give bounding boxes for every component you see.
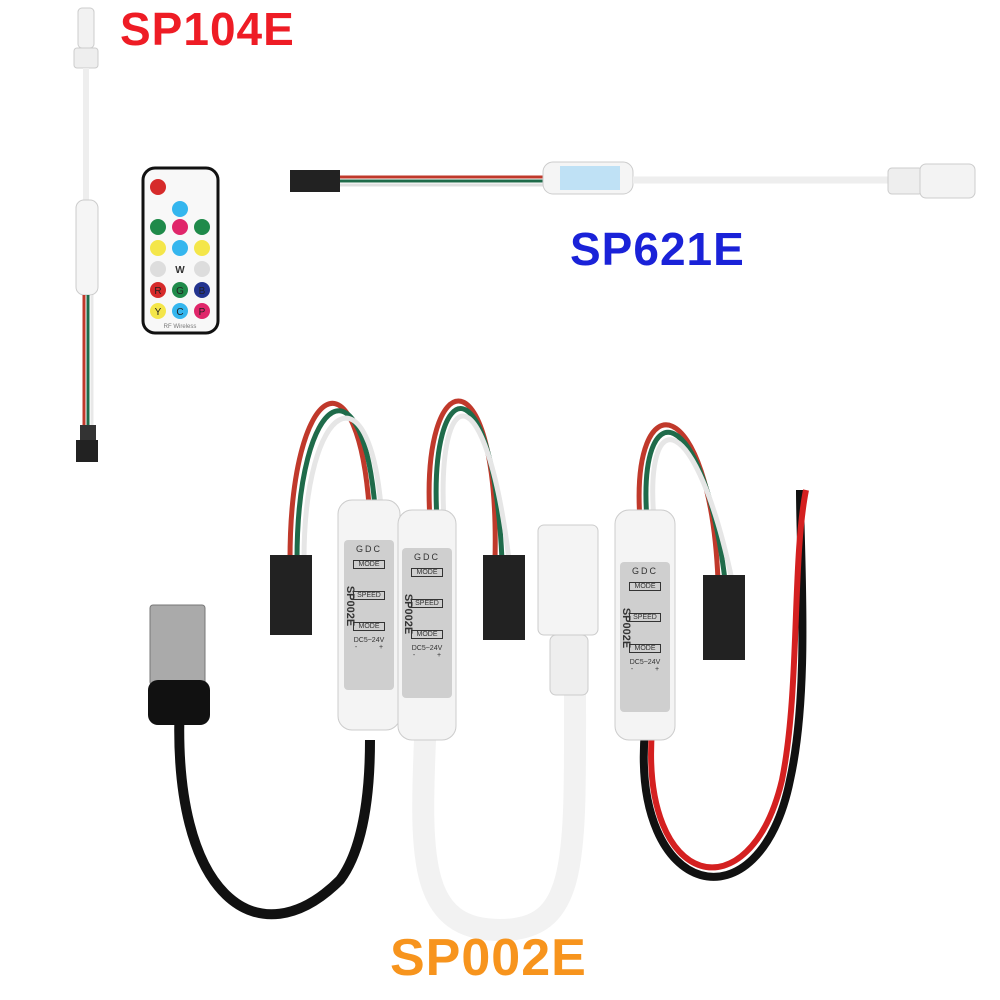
speed-button: SPEED [353,591,385,600]
remote-button-p: P [199,307,206,318]
sp104e-controller [73,7,99,462]
mode-button: MODE [629,644,661,653]
label-sp621e: SP621E [570,223,745,275]
speed-button: SPEED [629,613,661,622]
plus-label: + [655,666,660,673]
voltage-label: DC5~24V [353,637,385,644]
model-label: SP002E [620,607,633,649]
mode-button: MODE [353,622,385,631]
plus-label: + [379,644,384,651]
minus-label: - [354,644,358,651]
mode-button: MODE [353,560,385,569]
controller-panel-2: GDC MODE SPEED MODE DC5~24V - + SP002E [402,548,452,698]
voltage-label: DC5~24V [629,659,661,666]
remote-footer: RF Wireless [164,324,197,330]
controller-panel-1: GDC MODE SPEED MODE DC5~24V - + SP002E [344,540,394,690]
remote-button-b: B [199,286,206,297]
mode-button: MODE [629,582,661,591]
controller-header: GDC [632,566,658,576]
minus-label: - [630,666,634,673]
label-sp104e: SP104E [120,3,295,55]
sp621e-controller [290,161,976,199]
label-sp002e: SP002E [390,929,587,987]
mode-button: MODE [411,568,443,577]
remote-button-r: R [154,286,161,297]
plus-label: + [437,652,442,659]
model-label: SP002E [402,593,415,635]
voltage-label: DC5~24V [411,645,443,652]
minus-label: - [412,652,416,659]
controller-panel-3: GDC MODE SPEED MODE DC5~24V - + SP002E [620,562,670,712]
jst-connectors [270,555,745,660]
remote-button-w: W [175,265,185,276]
usb-plug [148,604,210,725]
mode-button: MODE [411,630,443,639]
dc-jack [537,524,599,696]
controller-header: GDC [414,552,440,562]
controller-header: GDC [356,544,382,554]
speed-button: SPEED [411,599,443,608]
remote-button-g: G [176,286,184,297]
model-label: SP002E [344,585,357,627]
remote-button-y: Y [155,307,162,318]
remote-button-c: C [176,307,183,318]
rf-remote: W R G B Y C P RF Wireless [141,166,220,335]
sp002e-cables [174,398,809,942]
